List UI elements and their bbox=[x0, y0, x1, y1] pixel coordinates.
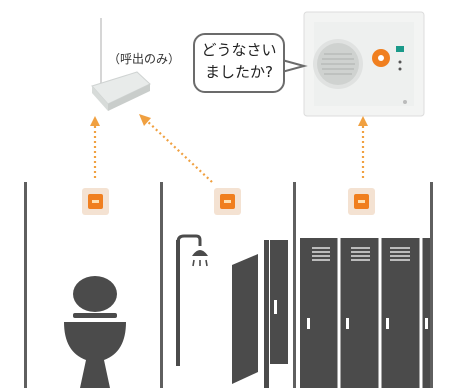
speech-line-2: ましたか? bbox=[205, 63, 273, 81]
callout-tail bbox=[281, 58, 308, 74]
intercom-panel-icon bbox=[303, 11, 425, 117]
shower-icon bbox=[176, 234, 288, 388]
repeater-caption: （呼出のみ） bbox=[108, 52, 181, 66]
signal-arrows bbox=[93, 119, 365, 183]
toilet-icon bbox=[64, 276, 126, 388]
emergency-call-button-toilet bbox=[82, 188, 109, 215]
speech-line-1: どうなさい bbox=[201, 41, 277, 59]
room-walls bbox=[24, 182, 433, 388]
emergency-call-button-locker bbox=[348, 188, 375, 215]
wireless-repeater-icon bbox=[91, 18, 151, 111]
arrow-shower-to-repeater bbox=[145, 119, 213, 183]
arrow-heads bbox=[90, 114, 368, 126]
emergency-call-button-shower bbox=[214, 188, 241, 215]
locker-icon bbox=[300, 238, 430, 388]
intercom-speech-bubble: どうなさい ましたか? bbox=[193, 33, 285, 93]
